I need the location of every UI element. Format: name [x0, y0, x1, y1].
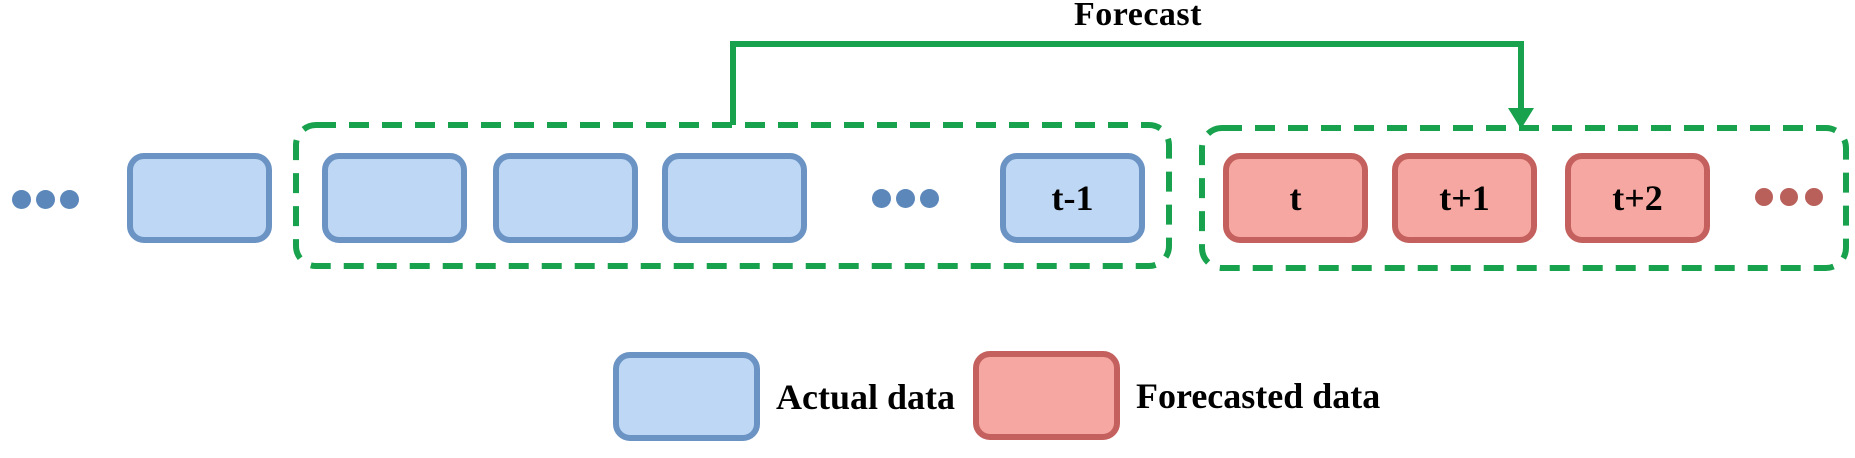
ellipsis-dot	[60, 190, 79, 209]
ellipsis-dot	[872, 189, 891, 208]
forecast-arrow-line	[730, 41, 1524, 125]
ellipsis-dot	[12, 190, 31, 209]
actual-data-box	[127, 153, 272, 243]
forecast-data-box-t-plus-1: t+1	[1392, 153, 1537, 243]
forecast-arrow-label: Forecast	[1074, 0, 1202, 33]
box-label: t+2	[1612, 178, 1663, 218]
actual-data-box	[322, 153, 467, 243]
ellipsis-dot	[1805, 188, 1823, 206]
forecast-arrowhead-icon	[1508, 108, 1534, 129]
input-window-ellipsis-dots	[872, 189, 939, 208]
ellipsis-dot	[1780, 188, 1798, 206]
ellipsis-dot	[36, 190, 55, 209]
forecast-window-outline	[1199, 125, 1849, 271]
box-label: t-1	[1051, 178, 1094, 218]
actual-data-box	[662, 153, 807, 243]
legend-forecasted-swatch	[973, 351, 1120, 440]
forecast-window-ellipsis-dots	[1755, 188, 1823, 206]
left-ellipsis-dots	[12, 190, 79, 209]
legend-actual-label: Actual data	[776, 376, 955, 417]
box-label: t	[1289, 178, 1302, 218]
legend-actual-item: Actual data	[613, 352, 955, 441]
ellipsis-dot	[896, 189, 915, 208]
ellipsis-dot	[920, 189, 939, 208]
forecast-data-box-t: t	[1223, 153, 1368, 243]
actual-data-box	[493, 153, 638, 243]
legend-actual-swatch	[613, 352, 760, 441]
forecast-data-box-t-plus-2: t+2	[1565, 153, 1710, 243]
ellipsis-dot	[1755, 188, 1773, 206]
legend-forecasted-item: Forecasted data	[973, 351, 1380, 440]
legend-forecasted-label: Forecasted data	[1136, 375, 1381, 416]
actual-data-box-t-minus-1: t-1	[1000, 153, 1145, 243]
box-label: t+1	[1439, 178, 1490, 218]
